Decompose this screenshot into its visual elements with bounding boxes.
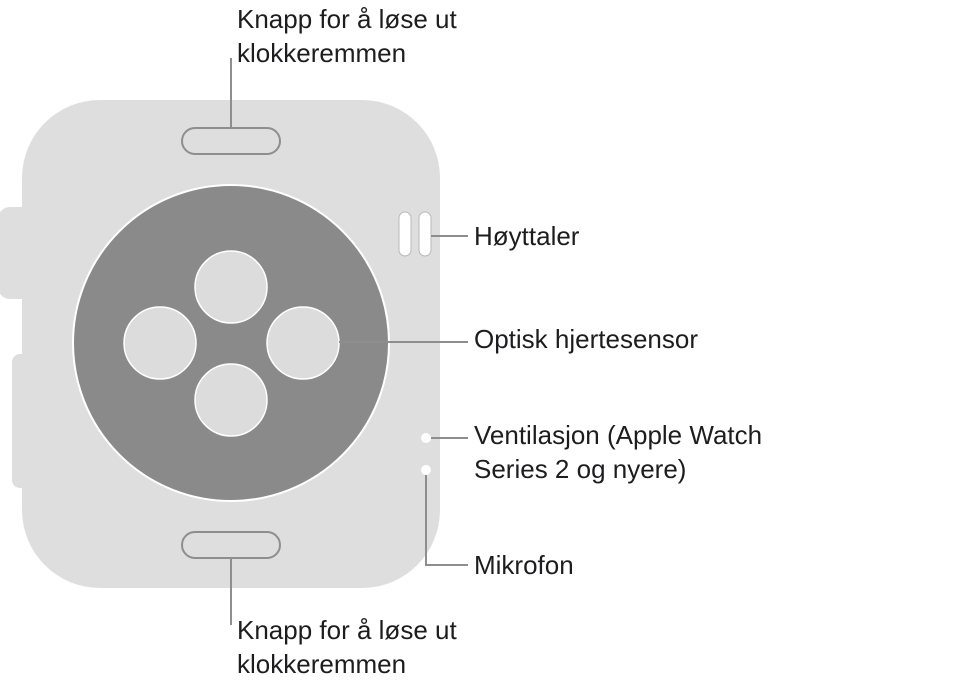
speaker-slot-right — [418, 211, 432, 257]
band-release-button-bottom — [181, 531, 281, 559]
leader-microphone — [425, 475, 468, 566]
sensor-lens-bottom — [194, 363, 268, 437]
sensor-lens-right — [266, 306, 340, 380]
vent-hole — [421, 433, 431, 443]
label-microphone: Mikrofon — [474, 550, 574, 580]
microphone-hole — [421, 465, 431, 475]
label-band-release-bottom: Knapp for å løse ut klokkeremmen — [237, 615, 464, 679]
label-vent: Ventilasjon (Apple Watch Series 2 og nye… — [474, 420, 769, 484]
label-band-release-top: Knapp for å løse ut klokkeremmen — [237, 4, 464, 68]
label-speaker: Høyttaler — [474, 221, 580, 251]
sensor-lens-left — [123, 306, 197, 380]
band-release-button-top — [181, 127, 281, 155]
label-heart-sensor: Optisk hjertesensor — [474, 324, 698, 354]
speaker-slot-left — [398, 211, 412, 257]
sensor-lens-top — [194, 250, 268, 324]
